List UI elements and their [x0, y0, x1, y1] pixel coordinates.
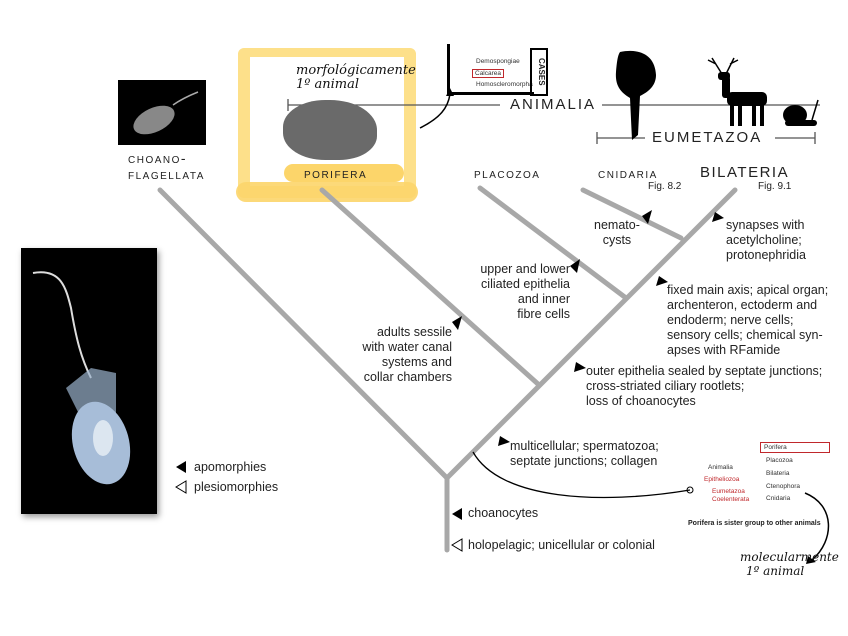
apomorphy-marker — [498, 436, 510, 446]
taxon-label-placozoa: Placozoa — [474, 165, 541, 181]
branch-cnidaria — [580, 187, 684, 241]
porifera-label-pill — [284, 164, 404, 182]
choanoflagellate-large-photo — [21, 248, 157, 514]
character-epitheliozoa: outer epithelia sealed by septate juncti… — [586, 364, 823, 408]
apomorphy-marker — [656, 276, 668, 286]
bilateria-figure-ref: Fig. 9.1 — [758, 181, 792, 192]
taxon-label-cnidaria: Cnidaria — [598, 165, 658, 181]
apomorphy-marker — [570, 259, 580, 273]
plesiomorphy-marker — [451, 538, 463, 552]
group-label-eumetazoa: EUMETAZOA — [648, 129, 767, 146]
branch-placozoa — [477, 185, 629, 301]
taxon-label-porifera: Porifera — [304, 165, 368, 181]
taxon-label-choanoflagellata: Choano- flagellata — [128, 150, 205, 182]
inset-caption: Porifera is sister group to other animal… — [688, 520, 821, 527]
character-plesiomorphy: holopelagic; unicellular or colonial — [468, 538, 655, 552]
legend-apomorphy-marker — [176, 461, 186, 473]
sponge-image — [283, 100, 377, 160]
character-choanocytes: choanocytes — [468, 506, 539, 520]
group-label-animalia: ANIMALIA — [506, 96, 601, 113]
apomorphy-marker — [642, 210, 652, 224]
character-eumetazoa: fixed main axis; apical organ;archentero… — [667, 283, 829, 357]
choanoflagellate-photo — [118, 80, 206, 145]
annotation-arrow-bottom — [472, 451, 691, 499]
inset-highlight-porifera: Porifera — [760, 442, 830, 453]
apomorphy-marker — [574, 362, 586, 372]
deer-silhouette-icon — [718, 72, 767, 126]
apomorphy-marker — [452, 508, 462, 520]
inset-porifera-tree: Demospongiae Calcarea Homoscleromorpha — [447, 44, 534, 95]
cases-label: CASES — [530, 48, 548, 96]
legend-apomorphies: apomorphies — [194, 460, 267, 474]
branch-choanoflagellata — [157, 187, 450, 481]
branch-metazoa — [444, 187, 738, 481]
character-metazoa: multicellular; spermatozoa;septate junct… — [510, 439, 659, 468]
character-nematocysts: nemato-cysts — [594, 218, 640, 247]
cnidaria-silhouette-icon — [615, 50, 656, 140]
legend-plesiomorphies: plesiomorphies — [194, 480, 279, 494]
apomorphy-marker — [712, 212, 724, 222]
taxon-label-bilateria: BILATERIA — [700, 164, 790, 181]
cnidaria-figure-ref: Fig. 8.2 — [648, 181, 682, 192]
legend-plesiomorphy-marker — [175, 480, 187, 494]
branch-porifera — [319, 187, 541, 387]
annotation-arrow-molecular — [804, 492, 830, 561]
snail-silhouette-icon — [783, 99, 819, 126]
annotation-arrow-top — [419, 93, 451, 129]
inset-animal-tree: Porifera Placozoa Bilateria Ctenophora C… — [688, 440, 848, 530]
apomorphy-marker — [452, 316, 462, 330]
inset-highlight-calcarea: Calcarea — [472, 69, 505, 78]
